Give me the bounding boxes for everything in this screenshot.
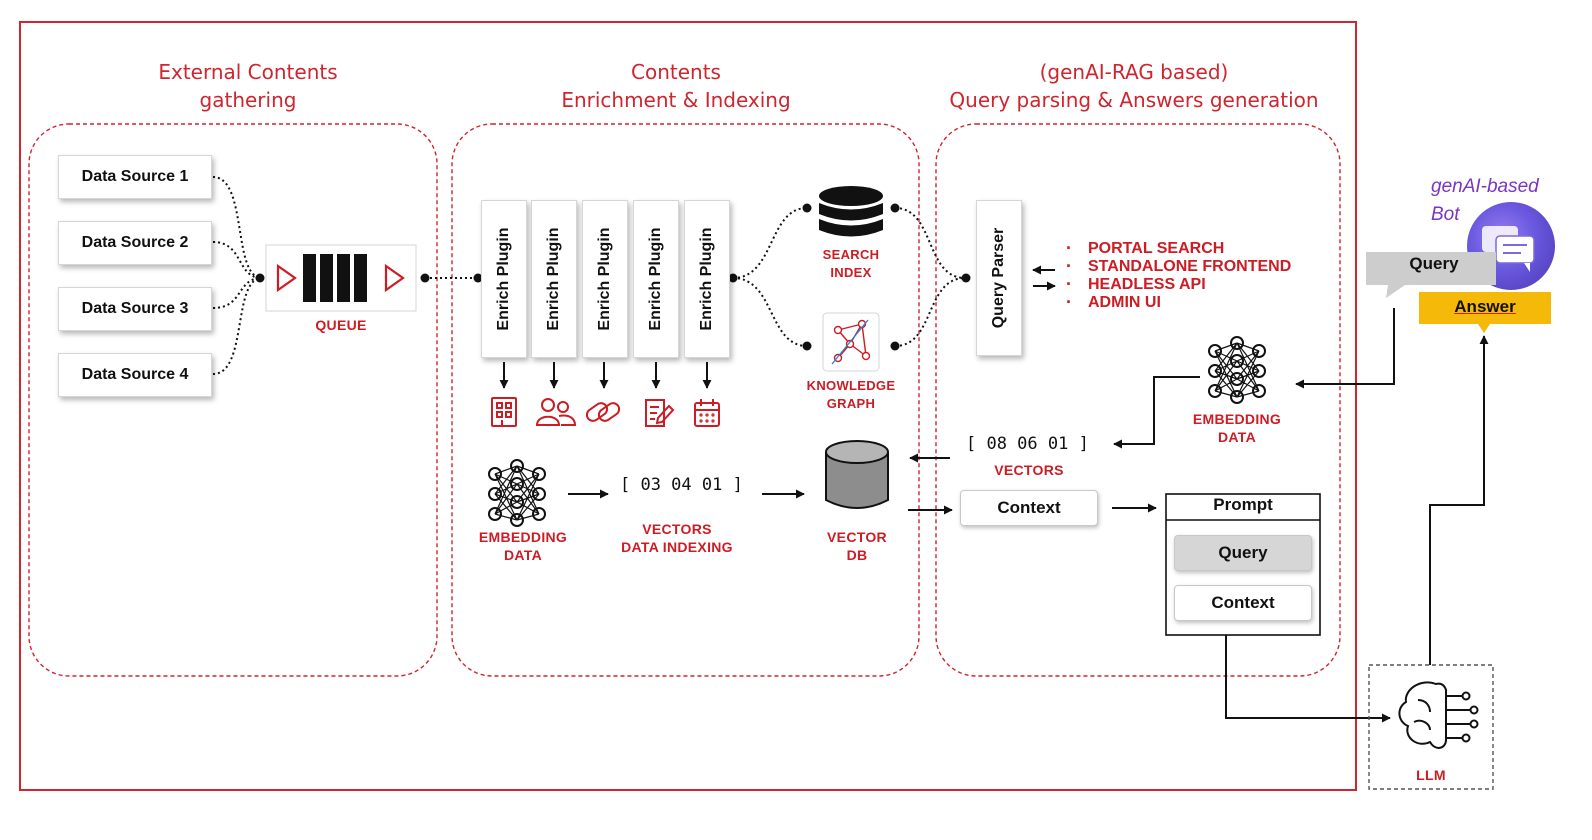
vectors-right-label: VECTORS: [994, 462, 1064, 478]
vectors-left-label-line1: VECTORS: [642, 521, 712, 537]
knowledge-graph-label: KNOWLEDGE GRAPH: [796, 377, 906, 413]
section-title-external-line2: gathering: [199, 88, 297, 112]
section-title-enrichment-line2: Enrichment & Indexing: [561, 88, 791, 112]
bot-query-text: Query: [1409, 254, 1459, 273]
llm-box: [1368, 664, 1494, 790]
vector-db-label-line2: DB: [846, 547, 868, 563]
prompt-title: Prompt: [1213, 495, 1273, 514]
enrich-plugin-1: Enrich Plugin: [481, 200, 527, 358]
bot-title-line1: genAI-based: [1431, 176, 1539, 197]
calendar-icon: [694, 399, 720, 427]
enrich-plugin-label: Enrich Plugin: [545, 227, 562, 331]
search-index-label-line1: SEARCH: [822, 247, 880, 262]
connector-dots: [255, 203, 971, 351]
section-box-enrichment: [451, 123, 920, 677]
embedding-data-right-label: EMBEDDING DATA: [1185, 410, 1289, 446]
vectors-right-value: [ 08 06 01 ]: [966, 434, 1089, 454]
users-icon: [535, 398, 577, 426]
bot-query-bubble: [1366, 252, 1496, 298]
vectors-left-label: VECTORS DATA INDEXING: [610, 520, 744, 556]
section-box-external: [28, 123, 438, 677]
section-box-query: [935, 123, 1341, 677]
bot-answer-text: Answer: [1454, 297, 1516, 316]
neural-network-icon-left: [488, 459, 546, 527]
section-title-enrichment-line1: Contents: [631, 60, 721, 84]
data-source-1: Data Source 1: [58, 155, 212, 199]
bot-title: genAI-based Bot: [1431, 173, 1539, 229]
building-icon: [491, 397, 517, 427]
context-box: Context: [960, 490, 1098, 526]
output-target: STANDALONE FRONTEND: [1066, 257, 1291, 276]
vector-db-label: VECTOR DB: [817, 528, 897, 564]
output-targets-list: PORTAL SEARCH STANDALONE FRONTEND HEADLE…: [1066, 239, 1291, 312]
outer-frame: [19, 21, 1357, 791]
embedding-data-left-label: EMBEDDING DATA: [468, 528, 578, 564]
enrich-plugin-label: Enrich Plugin: [647, 227, 664, 331]
knowledge-graph-icon: [822, 312, 880, 372]
link-icon: [585, 402, 621, 422]
enrich-plugin-label: Enrich Plugin: [698, 227, 715, 331]
vector-db-icon: [825, 440, 889, 509]
enrich-plugin-label: Enrich Plugin: [495, 227, 512, 331]
data-source-3: Data Source 3: [58, 287, 212, 331]
embedding-data-left-line1: EMBEDDING: [478, 529, 568, 545]
bot-title-line2: Bot: [1431, 204, 1460, 225]
output-target: PORTAL SEARCH: [1066, 239, 1291, 258]
section-title-query-line1: (genAI-RAG based): [1039, 60, 1229, 84]
neural-network-icon-right: [1208, 336, 1266, 404]
enrich-plugin-5: Enrich Plugin: [684, 200, 730, 358]
enrich-plugin-3: Enrich Plugin: [582, 200, 628, 358]
parser-output-arrows: [1032, 265, 1056, 291]
vectors-left-label-line2: DATA INDEXING: [621, 539, 733, 555]
rag-flow-lines: [908, 308, 1489, 723]
ai-brain-icon: [1398, 681, 1479, 749]
search-index-label: SEARCH INDEX: [805, 246, 897, 282]
bot-answer-bubble: [1419, 292, 1551, 333]
section-title-external: External Contents gathering: [108, 58, 388, 114]
enrich-plugin-4: Enrich Plugin: [633, 200, 679, 358]
enrich-plugin-2: Enrich Plugin: [531, 200, 577, 358]
output-target: HEADLESS API: [1066, 275, 1291, 294]
search-index-label-line2: INDEX: [830, 265, 872, 280]
section-title-query-line2: Query parsing & Answers generation: [949, 88, 1319, 112]
vector-db-label-line1: VECTOR: [827, 529, 887, 545]
prompt-query: Query: [1174, 535, 1312, 571]
plugin-output-icons: [491, 397, 720, 427]
llm-label: LLM: [1416, 767, 1446, 783]
embedding-data-right-line2: DATA: [1217, 429, 1256, 445]
query-parser-label: Query Parser: [990, 227, 1007, 329]
vectors-left-value: [ 03 04 01 ]: [620, 475, 743, 495]
search-index-database-icon: [819, 186, 883, 237]
section-title-enrichment: Contents Enrichment & Indexing: [536, 58, 816, 114]
data-source-4: Data Source 4: [58, 353, 212, 397]
output-target: ADMIN UI: [1066, 293, 1291, 312]
document-edit-icon: [645, 399, 675, 427]
plugin-arrows: [499, 362, 712, 389]
query-parser: Query Parser: [976, 200, 1022, 356]
knowledge-graph-label-line1: KNOWLEDGE: [806, 378, 896, 393]
section-title-query: (genAI-RAG based) Query parsing & Answer…: [944, 58, 1324, 114]
enrich-plugin-label: Enrich Plugin: [596, 227, 613, 331]
embedding-data-right-line1: EMBEDDING: [1192, 411, 1282, 427]
embedding-data-left-line2: DATA: [503, 547, 542, 563]
knowledge-graph-label-line2: GRAPH: [826, 396, 876, 411]
data-source-2: Data Source 2: [58, 221, 212, 265]
prompt-context: Context: [1174, 585, 1312, 621]
queue-label: QUEUE: [315, 317, 367, 333]
source-connectors: [212, 176, 966, 375]
section-title-external-line1: External Contents: [158, 60, 338, 84]
queue-icon: [276, 254, 405, 302]
